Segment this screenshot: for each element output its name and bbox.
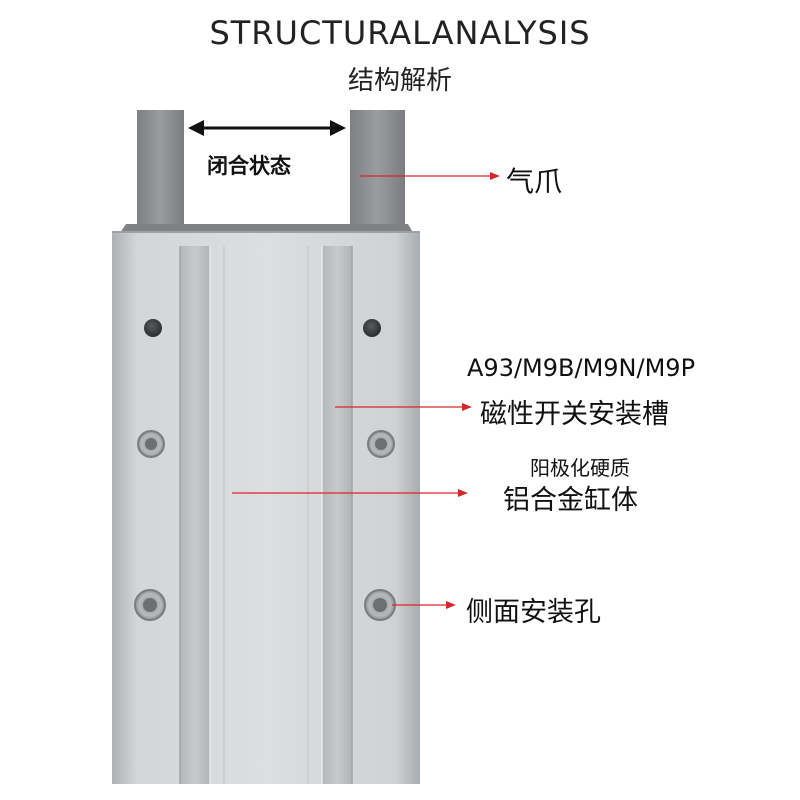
switch-slot-right <box>322 246 352 784</box>
jaw-left <box>137 110 184 232</box>
label-anodized: 阳极化硬质 <box>530 456 630 480</box>
title-chinese: 结构解析 <box>347 66 452 96</box>
switch-slot-left <box>180 246 210 784</box>
label-side-holes: 侧面安装孔 <box>466 597 601 628</box>
label-cylinder-body: 铝合金缸体 <box>503 485 638 516</box>
title-english: STRUCTURALANALYSIS <box>209 14 591 52</box>
leader-jaw <box>360 172 500 180</box>
leader-cylinder-body <box>232 489 468 497</box>
label-switch-models: A93/M9B/M9N/M9P <box>467 354 696 382</box>
cylinder-body <box>112 232 420 784</box>
screw-hole-left <box>144 319 162 337</box>
leader-switch-slot <box>335 403 472 411</box>
leader-side-holes <box>392 601 456 609</box>
label-jaw: 气爪 <box>506 165 563 198</box>
label-switch-slot: 磁性开关安装槽 <box>480 399 669 430</box>
jaw-right <box>350 110 405 232</box>
label-closed-state: 闭合状态 <box>207 154 291 178</box>
screw-hole-right <box>363 319 381 337</box>
